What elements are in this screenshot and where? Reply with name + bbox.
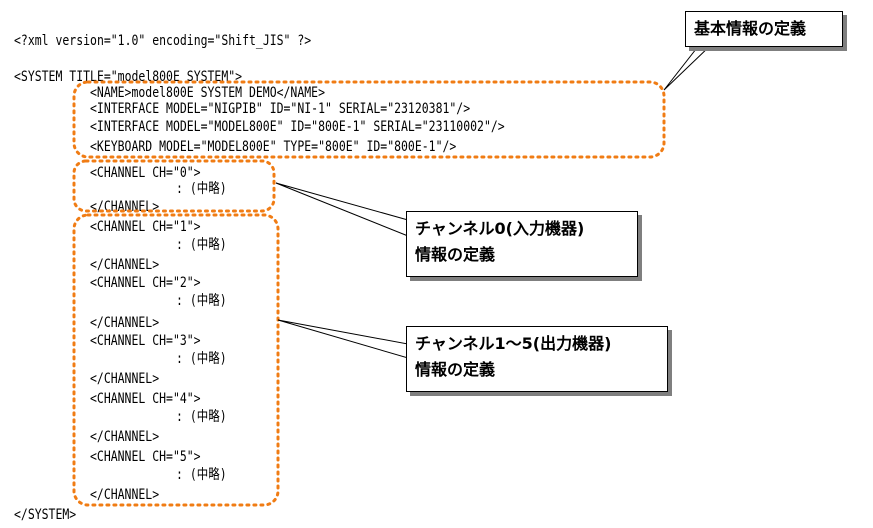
xml-declaration: <?xml version="1.0" encoding="Shift_JIS"… xyxy=(14,33,312,49)
name-element: <NAME>model800E SYSTEM DEMO</NAME> xyxy=(90,85,325,101)
channel-0-highlight-box xyxy=(72,159,276,213)
channel-3-close-tag: </CHANNEL> xyxy=(90,371,160,387)
channel-0-callout-line1: チャンネル0(入力機器) xyxy=(415,219,585,238)
channel-2-close-tag: </CHANNEL> xyxy=(90,315,160,331)
channel-2-omitted: : (中略) xyxy=(176,293,227,309)
channel-1-open-tag: <CHANNEL CH="1"> xyxy=(90,219,201,235)
channel-0-leader xyxy=(275,182,409,237)
channel-4-open-tag: <CHANNEL CH="4"> xyxy=(90,391,201,407)
channel-3-omitted: : (中略) xyxy=(176,351,227,367)
channel-5-open-tag: <CHANNEL CH="5"> xyxy=(90,449,201,465)
system-close-tag: </SYSTEM> xyxy=(14,507,77,523)
basic-info-callout: 基本情報の定義 xyxy=(685,11,843,47)
channel-4-close-tag: </CHANNEL> xyxy=(90,429,160,445)
keyboard-element: <KEYBOARD MODEL="MODEL800E" TYPE="800E" … xyxy=(90,139,457,155)
basic-info-leader xyxy=(663,43,714,91)
channel-0-open-tag: <CHANNEL CH="0"> xyxy=(90,165,201,181)
channel-4-omitted: : (中略) xyxy=(176,409,227,425)
channel-0-callout-line2: 情報の定義 xyxy=(415,245,496,264)
channel-3-open-tag: <CHANNEL CH="3"> xyxy=(90,333,201,349)
basic-info-highlight-box xyxy=(72,80,666,159)
channel-2-open-tag: <CHANNEL CH="2"> xyxy=(90,275,201,291)
channel-1-omitted: : (中略) xyxy=(176,237,227,253)
channel-1-5-callout-line1: チャンネル1〜5(出力機器) xyxy=(415,334,612,353)
channel-0-omitted: : (中略) xyxy=(176,181,227,197)
interface-nigpib-element: <INTERFACE MODEL="NIGPIB" ID="NI-1" SERI… xyxy=(90,101,471,117)
interface-model800e-element: <INTERFACE MODEL="MODEL800E" ID="800E-1"… xyxy=(90,119,505,135)
channel-5-omitted: : (中略) xyxy=(176,467,227,483)
channel-5-close-tag: </CHANNEL> xyxy=(90,487,160,503)
channel-1-close-tag: </CHANNEL> xyxy=(90,257,160,273)
channel-1-5-highlight-box xyxy=(72,213,280,507)
channel-1-5-callout: チャンネル1〜5(出力機器) 情報の定義 xyxy=(406,326,668,392)
basic-info-callout-text: 基本情報の定義 xyxy=(694,19,807,38)
channel-0-callout: チャンネル0(入力機器) 情報の定義 xyxy=(406,211,638,277)
channel-1-5-leader xyxy=(277,319,409,359)
channel-1-5-callout-line2: 情報の定義 xyxy=(415,360,496,379)
